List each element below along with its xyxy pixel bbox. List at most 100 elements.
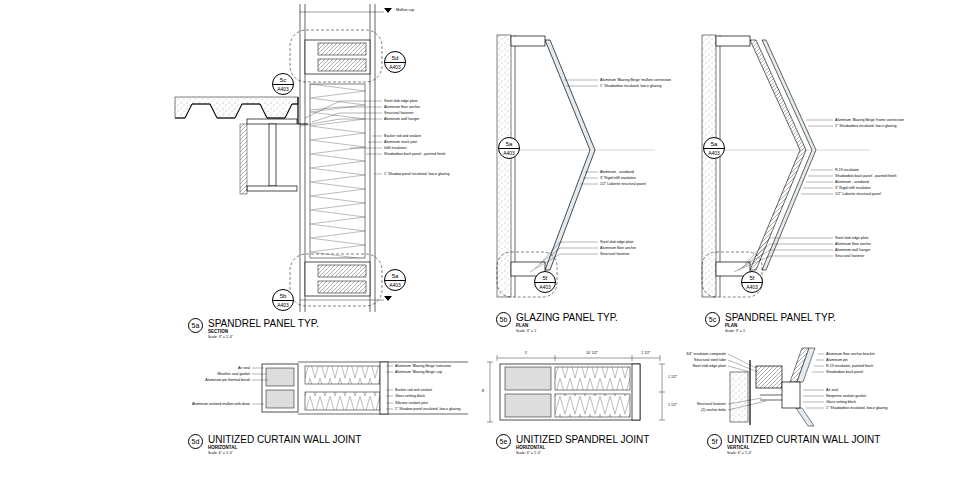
annotation-note: 3" Rigid infill insulation xyxy=(600,176,636,180)
level-line xyxy=(300,12,384,300)
bubble-divider xyxy=(273,300,293,301)
bubble-outline: 5fA403 xyxy=(741,271,763,293)
dimension-line xyxy=(659,364,665,420)
view-type: HORIZONTAL xyxy=(208,445,361,451)
sheet-number: A403 xyxy=(277,302,289,308)
leader-line xyxy=(530,80,598,272)
mullion xyxy=(716,36,750,46)
annotation-note: Steel slab edge plate xyxy=(600,240,634,244)
dimension-text: 5' xyxy=(525,351,528,355)
annotation-note: R-19 insulation xyxy=(835,168,859,172)
concrete-wall xyxy=(702,35,716,297)
bubble-divider xyxy=(273,84,293,85)
bubble-divider xyxy=(499,148,519,149)
callout-number: 5a xyxy=(192,322,200,330)
dimension-text: 1 1/2" xyxy=(641,351,650,355)
detail-number: 5f xyxy=(749,275,754,282)
annotation-note: 3" Rigid infill insulation xyxy=(835,186,871,190)
leader-line xyxy=(728,354,824,410)
batt-insulation xyxy=(305,392,380,410)
sheet-number: A403 xyxy=(539,284,551,290)
annotation-note: Structural steel tube xyxy=(694,358,726,362)
annotation-note: Steel slab edge plate xyxy=(835,236,869,240)
slab-edge-plate xyxy=(298,97,308,124)
title-text-column: SPANDREL PANEL TYP.PLANScale: 3" = 1' xyxy=(725,312,836,333)
annotation-note: Steel slab edge plate xyxy=(692,364,726,368)
fireproofing xyxy=(240,124,247,194)
insulated-panel xyxy=(318,43,366,55)
leader-line xyxy=(252,366,393,409)
title-text-column: UNITIZED SPANDREL JOINTHORIZONTALScale: … xyxy=(516,434,649,455)
beam-flange xyxy=(247,119,297,124)
annotation-note: Silicone sealant joint xyxy=(395,401,428,405)
scale-note: Scale: 3" = 1'-0" xyxy=(208,335,319,340)
detail-title: UNITIZED CURTAIN WALL JOINT xyxy=(727,434,880,445)
insulated-panel xyxy=(318,59,366,71)
mullion-cap xyxy=(380,362,388,414)
curtain-wall-line xyxy=(300,4,375,312)
section-reference-bubble: 5fA403 xyxy=(534,271,556,293)
annotation-note: 1" Shadow panel insulated, low-e glazing xyxy=(395,407,460,411)
annotation-note: Aluminum - anodized xyxy=(835,180,869,184)
view-type: PLAN xyxy=(725,323,836,329)
annotation-note: 1" Shadowbox insulated, low-e glazing xyxy=(835,124,896,128)
annotation-note: Neoprene sealant gasket xyxy=(826,394,866,398)
bubble-divider xyxy=(535,282,555,283)
steel-tube xyxy=(756,366,782,388)
scale-note: Scale: 6" = 1'-0" xyxy=(208,451,361,456)
glazing-panel xyxy=(545,40,595,270)
dimension-text: 10' 1/2" xyxy=(586,351,598,355)
detail-number: 5c xyxy=(280,77,286,84)
leader-line xyxy=(734,120,833,272)
spandrel-plan xyxy=(702,35,870,297)
detail-title-block: 5e UNITIZED SPANDREL JOINTHORIZONTALScale… xyxy=(496,434,649,455)
section-reference-bubble: 5aA403 xyxy=(703,137,725,159)
bubble-outline: 5aA403 xyxy=(703,137,725,159)
concrete-wall xyxy=(497,35,511,297)
sheet-number: A403 xyxy=(389,64,401,70)
callout-number: 5e xyxy=(500,438,508,446)
section-reference-bubble: 5bA403 xyxy=(272,289,294,311)
detail-number: 5b xyxy=(280,293,287,300)
annotation-note: Aluminum floor anchor xyxy=(835,242,871,246)
scale-note: Scale: 3" = 1' xyxy=(725,329,836,334)
slab-edge-plate xyxy=(749,360,750,425)
wall-line xyxy=(720,35,721,297)
mullion xyxy=(782,382,800,408)
bubble-outline: 5cA403 xyxy=(272,73,294,95)
scale-note: Scale: 6" = 1'-0" xyxy=(727,451,880,456)
title-bubble: 5b xyxy=(496,312,511,327)
concrete-slab xyxy=(175,97,298,118)
annotation-note: R-19 insulation, painted finish xyxy=(826,364,873,368)
callout-number: 5c xyxy=(709,316,716,324)
view-type: HORIZONTAL xyxy=(516,445,649,451)
sheet-number: A403 xyxy=(277,86,289,92)
annotation-note: Shadowbox back panel - painted finish xyxy=(835,174,897,178)
leader-line xyxy=(300,101,382,174)
annotation-note: Infill insulation xyxy=(384,146,407,150)
beam-flange xyxy=(247,186,297,191)
mullion-chamber xyxy=(266,368,294,386)
curtain-wall-joint xyxy=(252,362,468,414)
annotation-note: Aluminum unitized mullion with drain xyxy=(192,402,250,406)
annotation-note: (2) anchor bolts xyxy=(701,408,726,412)
glazing-plan xyxy=(497,35,655,297)
detail-title: UNITIZED CURTAIN WALL JOINT xyxy=(208,434,361,445)
batt-insulation xyxy=(555,394,630,417)
annotation-note: Shadowbox back panel xyxy=(826,370,863,374)
callout-number: 5f xyxy=(712,438,718,446)
view-type: SECTION xyxy=(208,329,319,335)
panel-face-line xyxy=(298,362,468,414)
section-reference-bubble: 5fA403 xyxy=(741,271,763,293)
annotation-note: Steel slab edge plate xyxy=(384,99,418,103)
bubble-divider xyxy=(385,280,405,281)
annotation-note: Weather seal gasket xyxy=(217,372,250,376)
detail-title-block: 5a SPANDREL PANEL TYP.SECTIONScale: 3" = … xyxy=(188,318,319,339)
annotation-note: 1/2" Laborite structural panel xyxy=(835,192,881,196)
detail-number: 5f xyxy=(542,275,547,282)
title-text-column: GLAZING PANEL TYP.PLANScale: 3" = 1' xyxy=(516,312,618,333)
detail-title: SPANDREL PANEL TYP. xyxy=(208,318,319,329)
